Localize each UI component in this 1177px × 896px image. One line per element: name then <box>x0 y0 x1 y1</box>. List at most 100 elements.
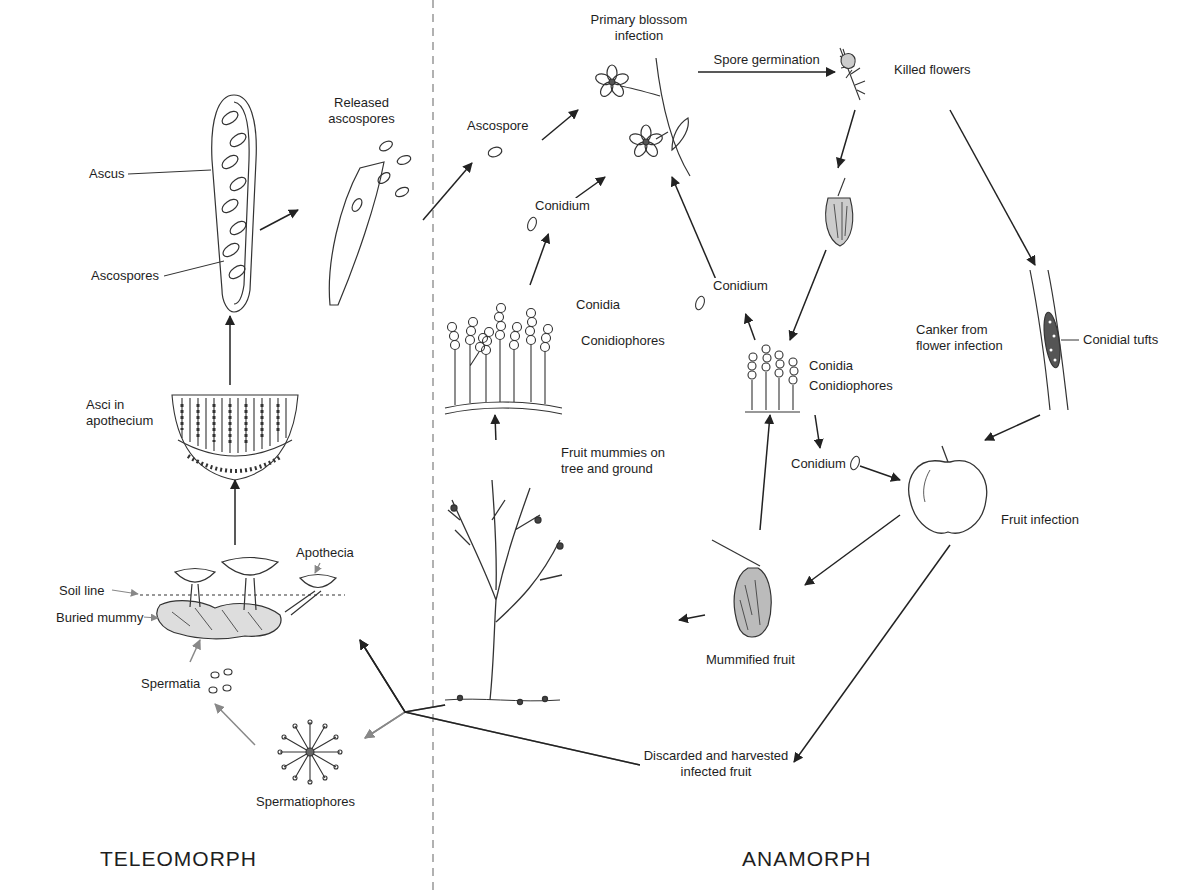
stage-node: Conidium <box>690 278 771 314</box>
cycle-arrow <box>760 415 770 530</box>
apple-drawing-part <box>924 470 930 502</box>
stage-node: Conidium <box>520 198 593 234</box>
tree-drawing-part <box>518 700 523 705</box>
arrow-line <box>794 545 950 762</box>
cycle-arrow <box>365 705 445 738</box>
arrow-line <box>679 615 705 620</box>
conidiophore-drawing-part <box>542 334 551 343</box>
cycle-arrow <box>746 314 755 340</box>
buried-mummy-drawing-part <box>285 591 321 615</box>
cycle-arrow <box>215 704 255 745</box>
conidiophore-drawing-part <box>775 369 783 377</box>
stage-label: Soil line <box>58 583 106 599</box>
spermatiophore-drawing-part <box>323 724 327 728</box>
buried-mummy-drawing-part <box>143 617 158 618</box>
arrow-line <box>215 704 255 745</box>
stage-node: Asci in apothecium <box>85 385 300 480</box>
canker-drawing-part <box>1054 359 1057 362</box>
apple-drawing-part <box>909 461 987 533</box>
canker-drawing-part <box>1049 321 1052 324</box>
buried-mummy-drawing <box>112 558 345 639</box>
released-ascus-drawing-part <box>376 170 392 185</box>
phase-title: ANAMORPH <box>742 846 871 871</box>
conidiophore-drawing-part <box>752 372 793 410</box>
stage-label: Conidium <box>534 198 591 214</box>
stage-node: ConidiaConidiophores <box>740 340 910 415</box>
released-ascus-drawing-part <box>329 162 384 305</box>
cycle-arrow <box>365 712 640 765</box>
mummified-fruit-drawing <box>712 540 771 637</box>
cycle-arrow <box>985 415 1040 440</box>
arrow-line <box>530 234 548 285</box>
cycle-arrow <box>190 640 200 662</box>
released-ascus-drawing-part <box>394 185 410 198</box>
conidiophore-drawing-part <box>789 376 797 384</box>
conidiophore-drawing-part <box>763 354 771 362</box>
spermatiophore-drawing-part <box>278 750 282 754</box>
arrow-line <box>815 415 820 448</box>
mummified-fruit-drawing-part <box>712 540 760 566</box>
ascus-drawing-part <box>228 175 248 194</box>
arrow-line <box>698 71 835 73</box>
released-ascus-drawing-part <box>378 139 394 153</box>
apple-drawing <box>909 446 987 533</box>
cycle-arrow <box>790 110 855 340</box>
cycle-arrow <box>794 545 950 762</box>
cycle-arrow <box>576 177 605 198</box>
cycle-arrow <box>360 640 445 712</box>
conidiophore-drawing-part <box>450 332 459 341</box>
spermatiophore-drawing-part <box>334 735 338 739</box>
spermatiophore-drawing-part <box>308 720 312 724</box>
ascus-drawing-part <box>228 219 248 238</box>
conidiophore-drawing-part <box>541 343 550 352</box>
stage-label: Released ascospores <box>313 95 410 126</box>
arrow-line <box>760 415 770 530</box>
buried-mummy-drawing-part <box>190 584 200 607</box>
blossom-drawing-part <box>628 125 663 159</box>
stage-label: Conidium <box>712 278 769 294</box>
conidiophore-drawing-part <box>748 371 756 379</box>
buried-mummy-drawing-part <box>140 594 345 595</box>
buried-mummy-drawing-part <box>157 601 281 639</box>
cycle-arrow <box>495 415 497 440</box>
canker-drawing <box>1030 270 1079 410</box>
spermatiophore-drawing-part <box>338 750 342 754</box>
stage-label: Spermatia <box>140 676 201 692</box>
ascus-drawing-part <box>212 95 257 312</box>
stage-node: Fruit mummies on tree and ground <box>440 440 679 705</box>
ascus-drawing-part <box>227 263 247 282</box>
conidiophore-drawing-part <box>789 358 797 366</box>
phase-title: TELEOMORPH <box>100 846 257 871</box>
arrow-line <box>229 316 231 385</box>
conidiophore-drawing-part <box>482 346 491 355</box>
buried-mummy-drawing-part <box>300 575 336 588</box>
killed-flower-drawing <box>826 48 865 246</box>
edge-label: Spore germination <box>712 52 822 68</box>
spermatiophore-drawing-part <box>323 776 327 780</box>
spermatiophore-drawing-part <box>293 724 297 728</box>
killed-flower-drawing-part <box>838 178 845 196</box>
arrow-line <box>805 515 900 585</box>
stage-node: Fruit infection <box>900 440 1095 545</box>
blossom-drawing-part-part <box>609 79 615 85</box>
conidiophore-drawing-part <box>526 327 535 336</box>
mummified-fruit-drawing-part <box>734 568 771 637</box>
cycle-arrow <box>672 177 715 278</box>
apothecium-drawing-part <box>178 440 292 456</box>
conidiophore-drawing-part <box>527 336 536 345</box>
killed-flower-drawing-part <box>826 198 853 246</box>
conidiophore-drawing-part <box>527 309 536 318</box>
stage-label: Asci in apothecium <box>85 397 167 428</box>
killed-flower-drawing-part <box>841 54 855 69</box>
spermatia-drawing-part <box>224 669 232 675</box>
released-ascus-drawing <box>329 139 412 305</box>
conidiophore-drawing-part <box>469 318 478 327</box>
divider-line-part <box>432 0 433 896</box>
cycle-arrow <box>698 72 835 73</box>
apothecium-drawing <box>172 395 298 480</box>
stage-label: Primary blossom infection <box>583 12 695 43</box>
arrow-line <box>542 110 578 140</box>
stage-node: Mummified fruit <box>705 530 805 670</box>
spermatia-drawing-part <box>209 687 217 693</box>
